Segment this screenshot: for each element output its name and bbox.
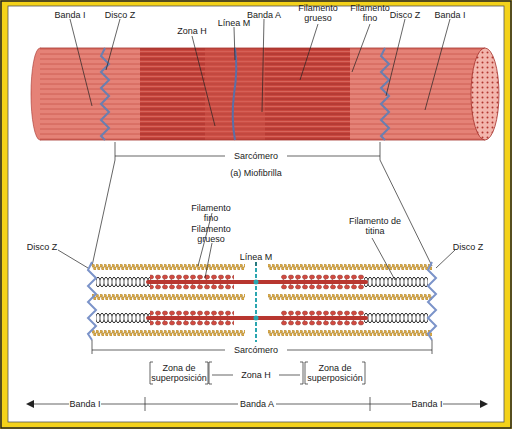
part-label: Sarcómero [222, 345, 290, 355]
part-label: Banda I [430, 10, 470, 20]
part-label: Disco Z [100, 10, 140, 20]
part-label: Disco Z [385, 10, 425, 20]
part-label: Disco Z [22, 242, 62, 252]
part-label: Filamento grueso [186, 224, 236, 244]
part-label: Zona H [234, 370, 278, 380]
part-label: Filamento grueso [293, 3, 343, 23]
part-label: Sarcómero [222, 151, 290, 161]
part-label: Banda I [50, 10, 90, 20]
part-label: Filamento de titina [347, 216, 403, 236]
part-label: Banda A [244, 10, 284, 20]
part-label: Banda I [69, 399, 101, 409]
part-label: Filamento fino [345, 3, 395, 23]
part-label: Zona de superposición [302, 363, 368, 383]
figure-caption: (a) Miofibrilla [186, 168, 326, 178]
part-label: Banda A [238, 399, 276, 409]
part-label: Banda I [411, 399, 443, 409]
part-label: Línea M [234, 252, 278, 262]
part-label: Zona de superposición [146, 363, 212, 383]
part-label: Disco Z [448, 242, 488, 252]
part-label: Filamento fino [186, 203, 236, 223]
part-label: Zona H [172, 26, 212, 36]
